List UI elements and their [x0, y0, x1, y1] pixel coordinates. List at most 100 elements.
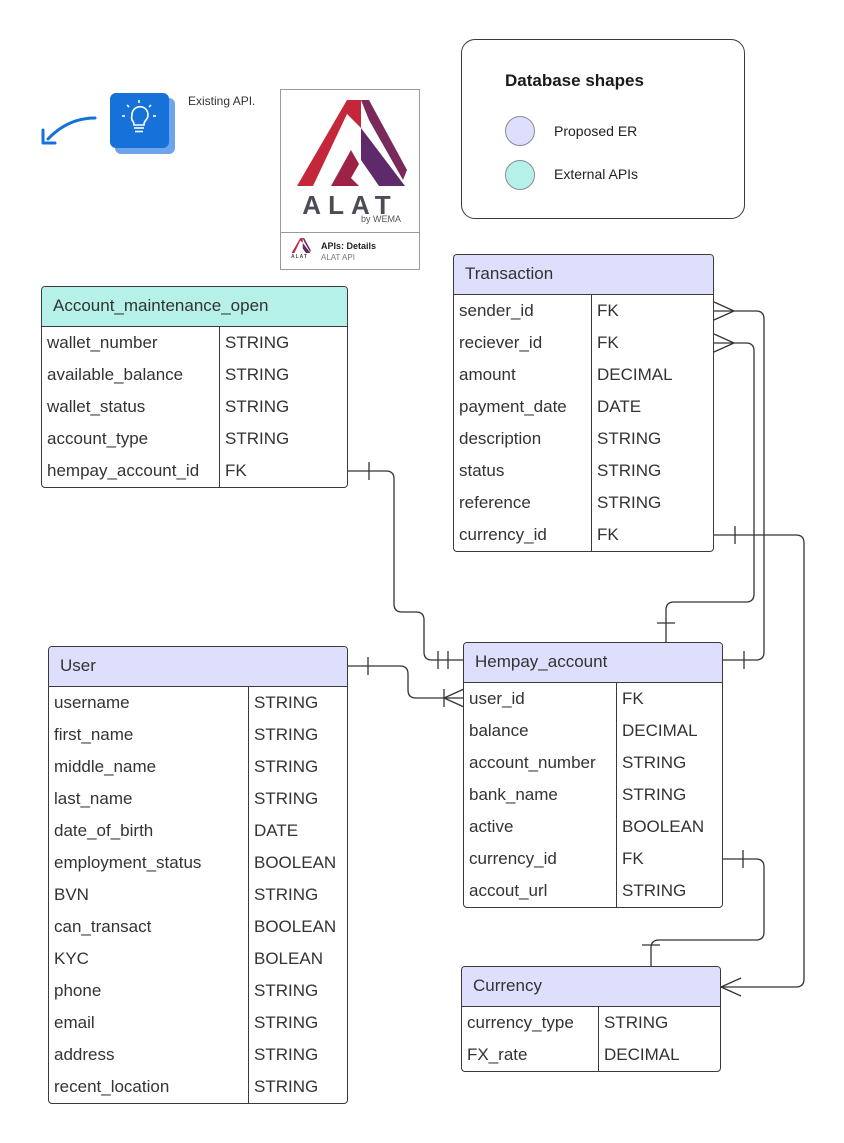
legend-panel: Database shapes Proposed ER External API… [461, 39, 745, 219]
field-name: username [49, 687, 249, 719]
field-type: STRING [254, 1077, 319, 1096]
table-row: accout_url STRING [464, 875, 722, 907]
table-row: username STRING [49, 687, 347, 719]
connector-user-to-hempay [348, 665, 464, 699]
connector-account-maintenance-to-hempay [348, 470, 464, 661]
field-type: STRING [622, 753, 687, 772]
field-name: wallet_number [42, 327, 220, 359]
field-type: STRING [225, 365, 290, 384]
field-name: recent_location [49, 1071, 249, 1103]
field-name: active [464, 811, 617, 843]
table-row: wallet_number STRING [42, 327, 347, 359]
alat-mini-wordmark: ALAT [291, 254, 308, 260]
field-name: description [454, 423, 592, 455]
legend-title: Database shapes [505, 71, 644, 90]
field-type: STRING [622, 881, 687, 900]
field-type: DECIMAL [622, 721, 698, 740]
field-type: STRING [254, 1013, 319, 1032]
legend-label-external: External APIs [554, 166, 639, 182]
legend-label-proposed: Proposed ER [554, 123, 638, 139]
field-name: sender_id [454, 295, 592, 327]
field-type: DECIMAL [604, 1045, 680, 1064]
table-row: employment_status BOOLEAN [49, 847, 347, 879]
field-type: BOOLEAN [254, 853, 337, 872]
field-type: STRING [604, 1013, 669, 1032]
field-name: balance [464, 715, 617, 747]
field-type: FK [597, 333, 619, 352]
field-name: date_of_birth [49, 815, 249, 847]
alat-card-subtitle: ALAT API [321, 253, 355, 262]
field-type: STRING [225, 397, 290, 416]
alat-mini-logo [291, 238, 311, 253]
alat-api-card[interactable]: ALAT by WEMA ALAT APIs: Details ALAT API [280, 89, 420, 270]
field-type: BOOLEAN [254, 917, 337, 936]
field-name: amount [454, 359, 592, 391]
field-type: STRING [254, 693, 319, 712]
field-type: STRING [254, 757, 319, 776]
field-name: accout_url [464, 875, 617, 907]
legend-swatch-proposed [505, 116, 535, 146]
field-name: wallet_status [42, 391, 220, 423]
field-type: STRING [597, 493, 662, 512]
field-name: last_name [49, 783, 249, 815]
field-type: STRING [597, 429, 662, 448]
field-name: payment_date [454, 391, 592, 423]
field-name: employment_status [49, 847, 249, 879]
legend-swatch-external [505, 160, 535, 190]
table-row: middle_name STRING [49, 751, 347, 783]
field-type: FK [622, 689, 644, 708]
connector-hempay-to-currency [650, 858, 765, 967]
field-name: middle_name [49, 751, 249, 783]
lightbulb-icon [110, 93, 175, 154]
arrow-curved-left-icon [41, 116, 97, 145]
field-type: FK [225, 461, 247, 480]
connector-transaction-reciever-to-hempay [665, 342, 755, 643]
table-row: currency_type STRING [462, 1007, 720, 1039]
field-name: hempay_account_id [42, 455, 220, 487]
field-type: STRING [254, 885, 319, 904]
table-row: description STRING [454, 423, 713, 455]
table-row: balance DECIMAL [464, 715, 722, 747]
table-row: bank_name STRING [464, 779, 722, 811]
table-header: Transaction [454, 255, 713, 295]
table-row: recent_location STRING [49, 1071, 347, 1103]
field-name: account_number [464, 747, 617, 779]
field-type: STRING [597, 461, 662, 480]
table-header: Hempay_account [464, 643, 722, 683]
field-name: currency_id [454, 519, 592, 551]
field-name: currency_id [464, 843, 617, 875]
divider [281, 232, 419, 233]
field-name: bank_name [464, 779, 617, 811]
field-type: STRING [225, 333, 290, 352]
field-name: currency_type [462, 1007, 599, 1039]
field-type: BOLEAN [254, 949, 323, 968]
field-name: first_name [49, 719, 249, 751]
field-type: STRING [622, 785, 687, 804]
field-type: FK [597, 301, 619, 320]
field-name: KYC [49, 943, 249, 975]
field-name: BVN [49, 879, 249, 911]
table-row: account_number STRING [464, 747, 722, 779]
field-type: DECIMAL [597, 365, 673, 384]
field-type: FK [622, 849, 644, 868]
existing-api-label: Existing API. [188, 94, 256, 108]
